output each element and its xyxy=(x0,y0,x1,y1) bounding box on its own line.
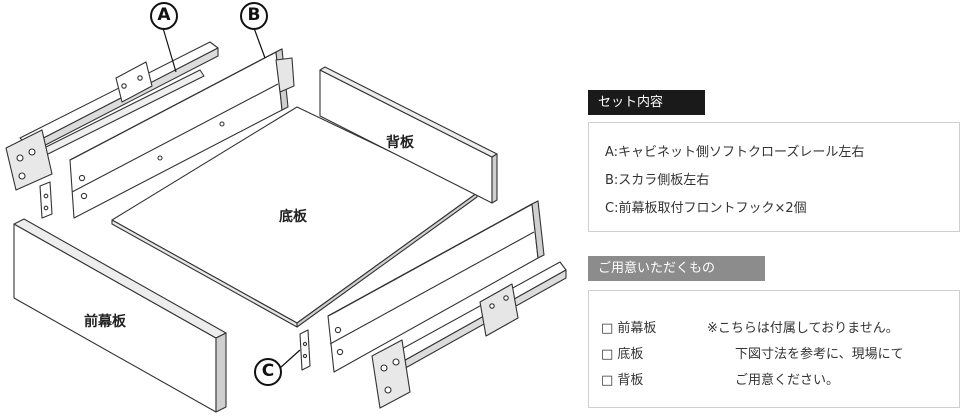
set-item-a: A:キャビネット側ソフトクローズレール左右 xyxy=(605,145,865,160)
back-panel-shape xyxy=(319,66,498,204)
side-panel-b-left-shape xyxy=(69,48,295,219)
side-panel-b-right-shape xyxy=(327,200,545,373)
prepare-note-line-1: ※こちらは付属しておりません。 xyxy=(707,321,899,336)
front-hook-c-shape xyxy=(299,329,311,371)
front-panel-label: 前幕板 xyxy=(84,314,126,330)
set-item-b: B:スカラ側板左右 xyxy=(605,173,710,188)
bottom-panel-shape xyxy=(111,106,478,328)
prepare-item-back-panel: □ 背板 xyxy=(601,373,644,388)
callout-a: A xyxy=(150,2,178,30)
set-contents-header: セット内容 xyxy=(588,90,705,115)
front-hook-c-upper-shape xyxy=(39,181,53,219)
prepare-box: □ 前幕板 □ 底板 □ 背板 ※こちらは付属しておりません。 下図寸法を参考に… xyxy=(588,290,960,408)
prepare-item-front-panel: □ 前幕板 xyxy=(601,321,657,336)
leader-line-a xyxy=(162,27,177,73)
rail-a-right-shape xyxy=(371,261,567,409)
set-item-c: C:前幕板取付フロントフック×2個 xyxy=(605,201,807,216)
bottom-panel-label: 底板 xyxy=(279,209,307,225)
exploded-drawer-illustration xyxy=(5,27,567,413)
prepare-item-bottom-panel: □ 底板 xyxy=(601,347,644,362)
prepare-header: ご用意いただくもの xyxy=(588,256,765,281)
back-panel-label: 背板 xyxy=(386,135,414,151)
leader-line-c xyxy=(279,349,301,369)
callout-c: C xyxy=(254,358,282,386)
callout-b: B xyxy=(240,2,268,30)
prepare-note-line-3: ご用意ください。 xyxy=(735,373,840,388)
prepare-note-line-2: 下図寸法を参考に、現場にて xyxy=(735,347,904,362)
set-contents-box: A:キャビネット側ソフトクローズレール左右 B:スカラ側板左右 C:前幕板取付フ… xyxy=(588,122,960,232)
front-panel-shape xyxy=(13,218,227,413)
leader-line-b xyxy=(253,27,266,59)
rail-a-left-shape xyxy=(5,41,219,191)
